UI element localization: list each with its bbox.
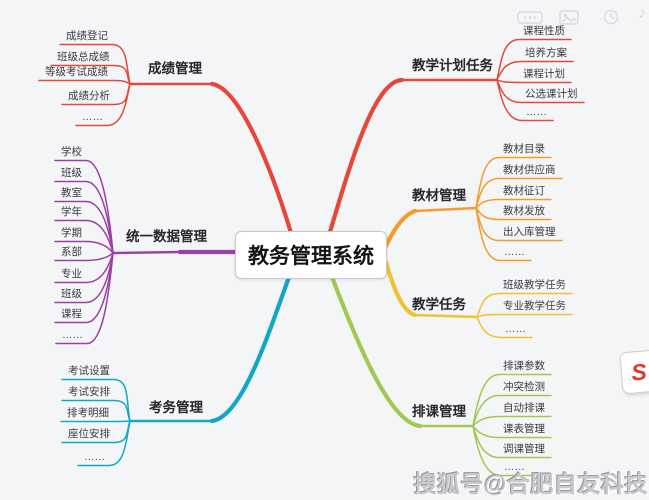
branch-line	[475, 156, 552, 209]
subtopic-paike-guanli-5[interactable]: ……	[504, 461, 525, 473]
branch-line	[472, 373, 552, 427]
subtopic-tongyi-shuju-guanli-6[interactable]: 专业	[61, 268, 82, 280]
branch-line	[329, 274, 423, 429]
subtopic-paike-guanli-4[interactable]: 调课管理	[503, 443, 545, 455]
subtopic-jiaocai-guanli-5[interactable]: ……	[504, 246, 525, 258]
subtopic-jiaocai-guanli-1[interactable]: 教材供应商	[503, 164, 556, 176]
branch-line	[472, 394, 552, 427]
branch-line	[475, 198, 552, 209]
branch-line	[54, 240, 114, 254]
music-note-icon[interactable]: ♪	[638, 5, 646, 22]
subtopic-tongyi-shuju-guanli-4[interactable]: 学期	[61, 227, 82, 239]
branch-line	[54, 200, 114, 254]
branch-line	[475, 207, 552, 221]
branch-line	[472, 425, 552, 439]
subtopic-kaowu-guanli-1[interactable]: 考试安排	[68, 386, 110, 398]
subtopic-chengji-guanli-1[interactable]: 班级总成绩	[57, 51, 110, 63]
branch-topic-tongyi-shuju-guanli[interactable]: 统一数据管理	[126, 229, 207, 244]
branch-line	[38, 79, 131, 85]
subtopic-chengji-guanli-2[interactable]: 等级考试成绩	[45, 66, 108, 78]
subtopic-jiaoxue-renwu-1[interactable]: 专业教学任务	[503, 300, 566, 312]
branch-topic-jiaocai-guanli[interactable]: 教材管理	[412, 188, 466, 203]
subtopic-tongyi-shuju-guanli-5[interactable]: 系部	[61, 246, 82, 258]
branch-topic-chengji-guanli[interactable]: 成绩管理	[148, 61, 202, 76]
subtopic-chengji-guanli-3[interactable]: 成绩分析	[68, 90, 110, 102]
watermark-text: 搜狐号@合肥自友科技	[413, 471, 648, 497]
branch-line	[475, 207, 532, 262]
central-topic-node[interactable]: 教务管理系统	[235, 231, 387, 279]
branch-topic-jiaoxue-jihua-renwu[interactable]: 教学计划任务	[412, 58, 493, 73]
subtopic-jiaoxue-jihua-renwu-3[interactable]: 公选课计划	[525, 88, 578, 100]
subtopic-jiaoxue-jihua-renwu-2[interactable]: 课程计划	[523, 68, 565, 80]
subtopic-chengji-guanli-4[interactable]: ……	[82, 111, 103, 123]
branch-line	[472, 425, 532, 477]
subtopic-kaowu-guanli-0[interactable]: 考试设置	[68, 365, 110, 377]
branch-line	[54, 219, 114, 254]
subtopic-jiaoxue-renwu-0[interactable]: 班级教学任务	[503, 279, 566, 291]
branch-line	[413, 313, 479, 319]
subtopic-paike-guanli-3[interactable]: 课表管理	[503, 423, 545, 435]
subtopic-jiaoxue-renwu-2[interactable]: ……	[505, 323, 526, 335]
subtopic-kaowu-guanli-4[interactable]: ……	[84, 451, 105, 463]
subtopic-paike-guanli-2[interactable]: 自动排课	[503, 402, 545, 414]
branch-line	[54, 252, 114, 262]
branch-line	[75, 83, 131, 127]
branch-line	[496, 38, 572, 81]
subtopic-kaowu-guanli-3[interactable]: 座位安排	[68, 428, 110, 440]
subtopic-kaowu-guanli-2[interactable]: 排考明细	[67, 407, 109, 419]
subtopic-jiaoxue-jihua-renwu-1[interactable]: 培养方案	[525, 47, 567, 59]
subtopic-jiaoxue-jihua-renwu-4[interactable]: ……	[526, 106, 547, 118]
branch-line	[209, 274, 292, 424]
branch-line	[496, 79, 572, 84]
branch-line	[209, 81, 294, 236]
subtopic-tongyi-shuju-guanli-1[interactable]: 班级	[61, 167, 82, 179]
sohu-logo-badge: S	[619, 349, 649, 395]
branch-line	[476, 313, 573, 318]
branch-line	[472, 415, 552, 427]
branch-topic-paike-guanli[interactable]: 排课管理	[412, 404, 466, 419]
clock-icon[interactable]	[603, 9, 619, 25]
branch-line	[383, 208, 418, 249]
branch-line	[496, 60, 574, 81]
branch-line	[476, 292, 573, 318]
branch-line	[383, 259, 418, 318]
subtopic-jiaocai-guanli-4[interactable]: 出入库管理	[503, 226, 556, 238]
branch-line	[496, 79, 554, 122]
subtopic-jiaocai-guanli-0[interactable]: 教材目录	[503, 143, 545, 155]
branch-line	[50, 64, 131, 85]
subtopic-jiaocai-guanli-3[interactable]: 教材发放	[503, 205, 545, 217]
branch-line	[475, 177, 563, 209]
branch-line	[111, 250, 182, 255]
branch-topic-jiaoxue-renwu[interactable]: 教学任务	[412, 297, 466, 312]
subtopic-jiaoxue-jihua-renwu-0[interactable]: 课程性质	[523, 25, 565, 37]
branch-line	[77, 420, 131, 467]
badge-icon[interactable]	[517, 11, 543, 24]
subtopic-chengji-guanli-0[interactable]: 成绩登记	[66, 30, 108, 42]
branch-line	[476, 316, 533, 339]
subtopic-jiaocai-guanli-2[interactable]: 教材征订	[503, 185, 545, 197]
image-icon[interactable]	[559, 10, 579, 25]
subtopic-paike-guanli-0[interactable]: 排课参数	[503, 360, 545, 372]
subtopic-paike-guanli-1[interactable]: 冲突检测	[503, 381, 545, 393]
subtopic-tongyi-shuju-guanli-8[interactable]: 课程	[61, 308, 82, 320]
branch-line	[60, 420, 131, 423]
branch-line	[413, 206, 478, 213]
branch-line	[55, 252, 114, 345]
subtopic-tongyi-shuju-guanli-2[interactable]: 教室	[61, 187, 82, 199]
subtopic-tongyi-shuju-guanli-0[interactable]: 学校	[61, 146, 82, 158]
subtopic-tongyi-shuju-guanli-7[interactable]: 班级	[61, 288, 82, 300]
subtopic-tongyi-shuju-guanli-3[interactable]: 学年	[61, 206, 82, 218]
branch-line	[61, 399, 131, 422]
branch-topic-kaowu-guanli[interactable]: 考务管理	[149, 400, 203, 415]
branch-line	[327, 77, 405, 235]
subtopic-tongyi-shuju-guanli-9[interactable]: ……	[62, 329, 83, 341]
